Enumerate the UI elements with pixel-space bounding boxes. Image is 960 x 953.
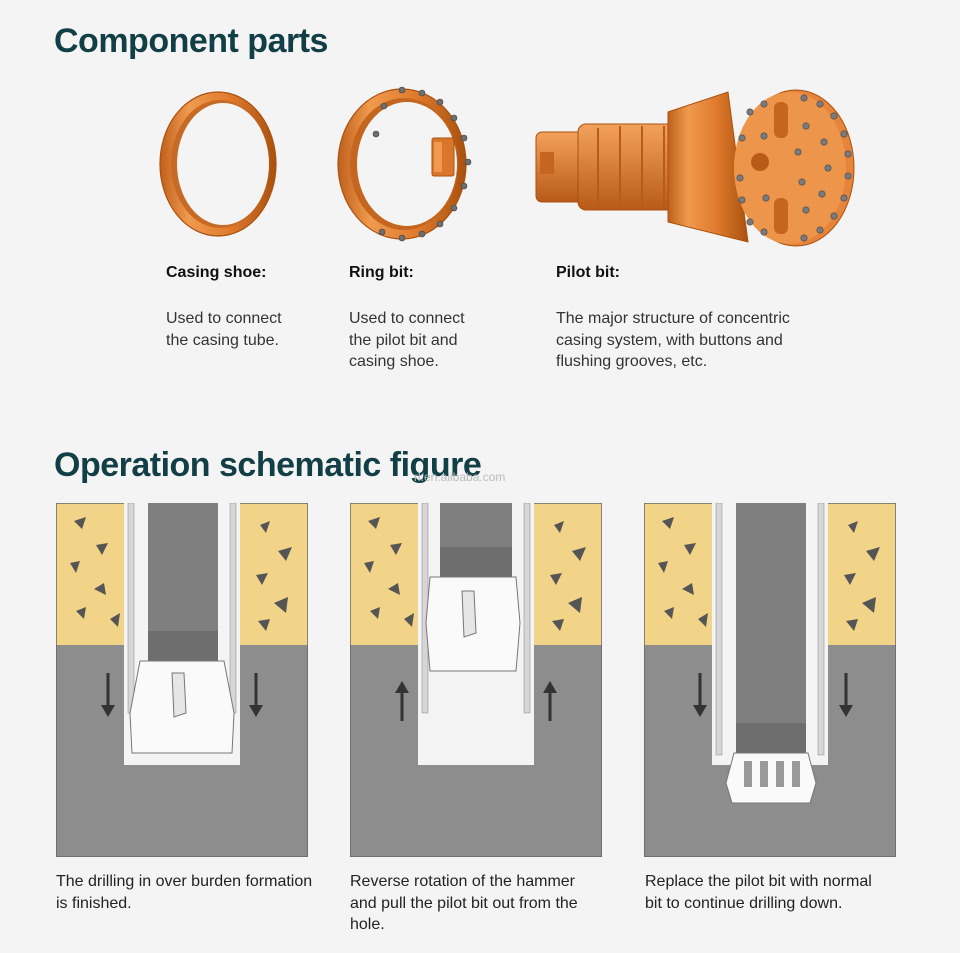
casing-shoe-image [159,91,277,237]
schematic-panel-3 [644,503,896,857]
casing-shoe-label: Casing shoe: [166,264,267,281]
ring-bit-description: Used to connect the pilot bit and casing… [349,310,465,370]
watermark: rl.en.alibaba.com [414,470,506,484]
step-1-caption: The drilling in over burden formation is… [56,873,313,912]
step-3-caption: Replace the pilot bit with normal bit to… [645,873,872,912]
operation-schematic-title: Operation schematic figure [54,446,482,484]
step-2-caption: Reverse rotation of the hammer and pull … [350,873,578,933]
ring-bit-image [337,86,472,242]
pilot-bit-description: The major structure of concentric casing… [556,310,790,370]
pilot-bit-label: Pilot bit: [556,264,620,281]
schematic-panel-1 [56,503,308,857]
pilot-bit-image [535,89,855,247]
casing-shoe-description: Used to connect the casing tube. [166,310,282,349]
component-parts-title: Component parts [54,22,328,60]
ring-bit-label: Ring bit: [349,264,414,281]
schematic-panel-2 [350,503,602,857]
